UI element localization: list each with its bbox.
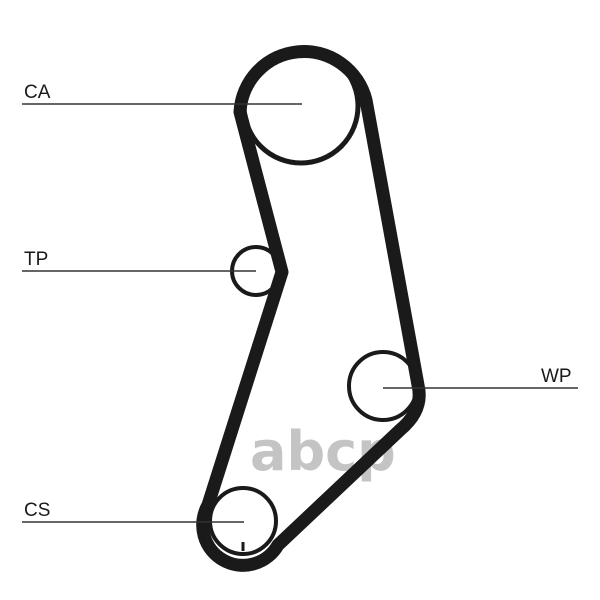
label-wp: WP — [541, 366, 572, 387]
water-pump-pulley — [347, 350, 419, 422]
label-cs: CS — [24, 500, 50, 521]
crankshaft-pulley — [208, 486, 278, 556]
timing-belt — [196, 45, 426, 572]
label-ca: CA — [24, 82, 51, 103]
label-tp: TP — [24, 249, 48, 270]
camshaft-timing-mark — [253, 69, 261, 78]
